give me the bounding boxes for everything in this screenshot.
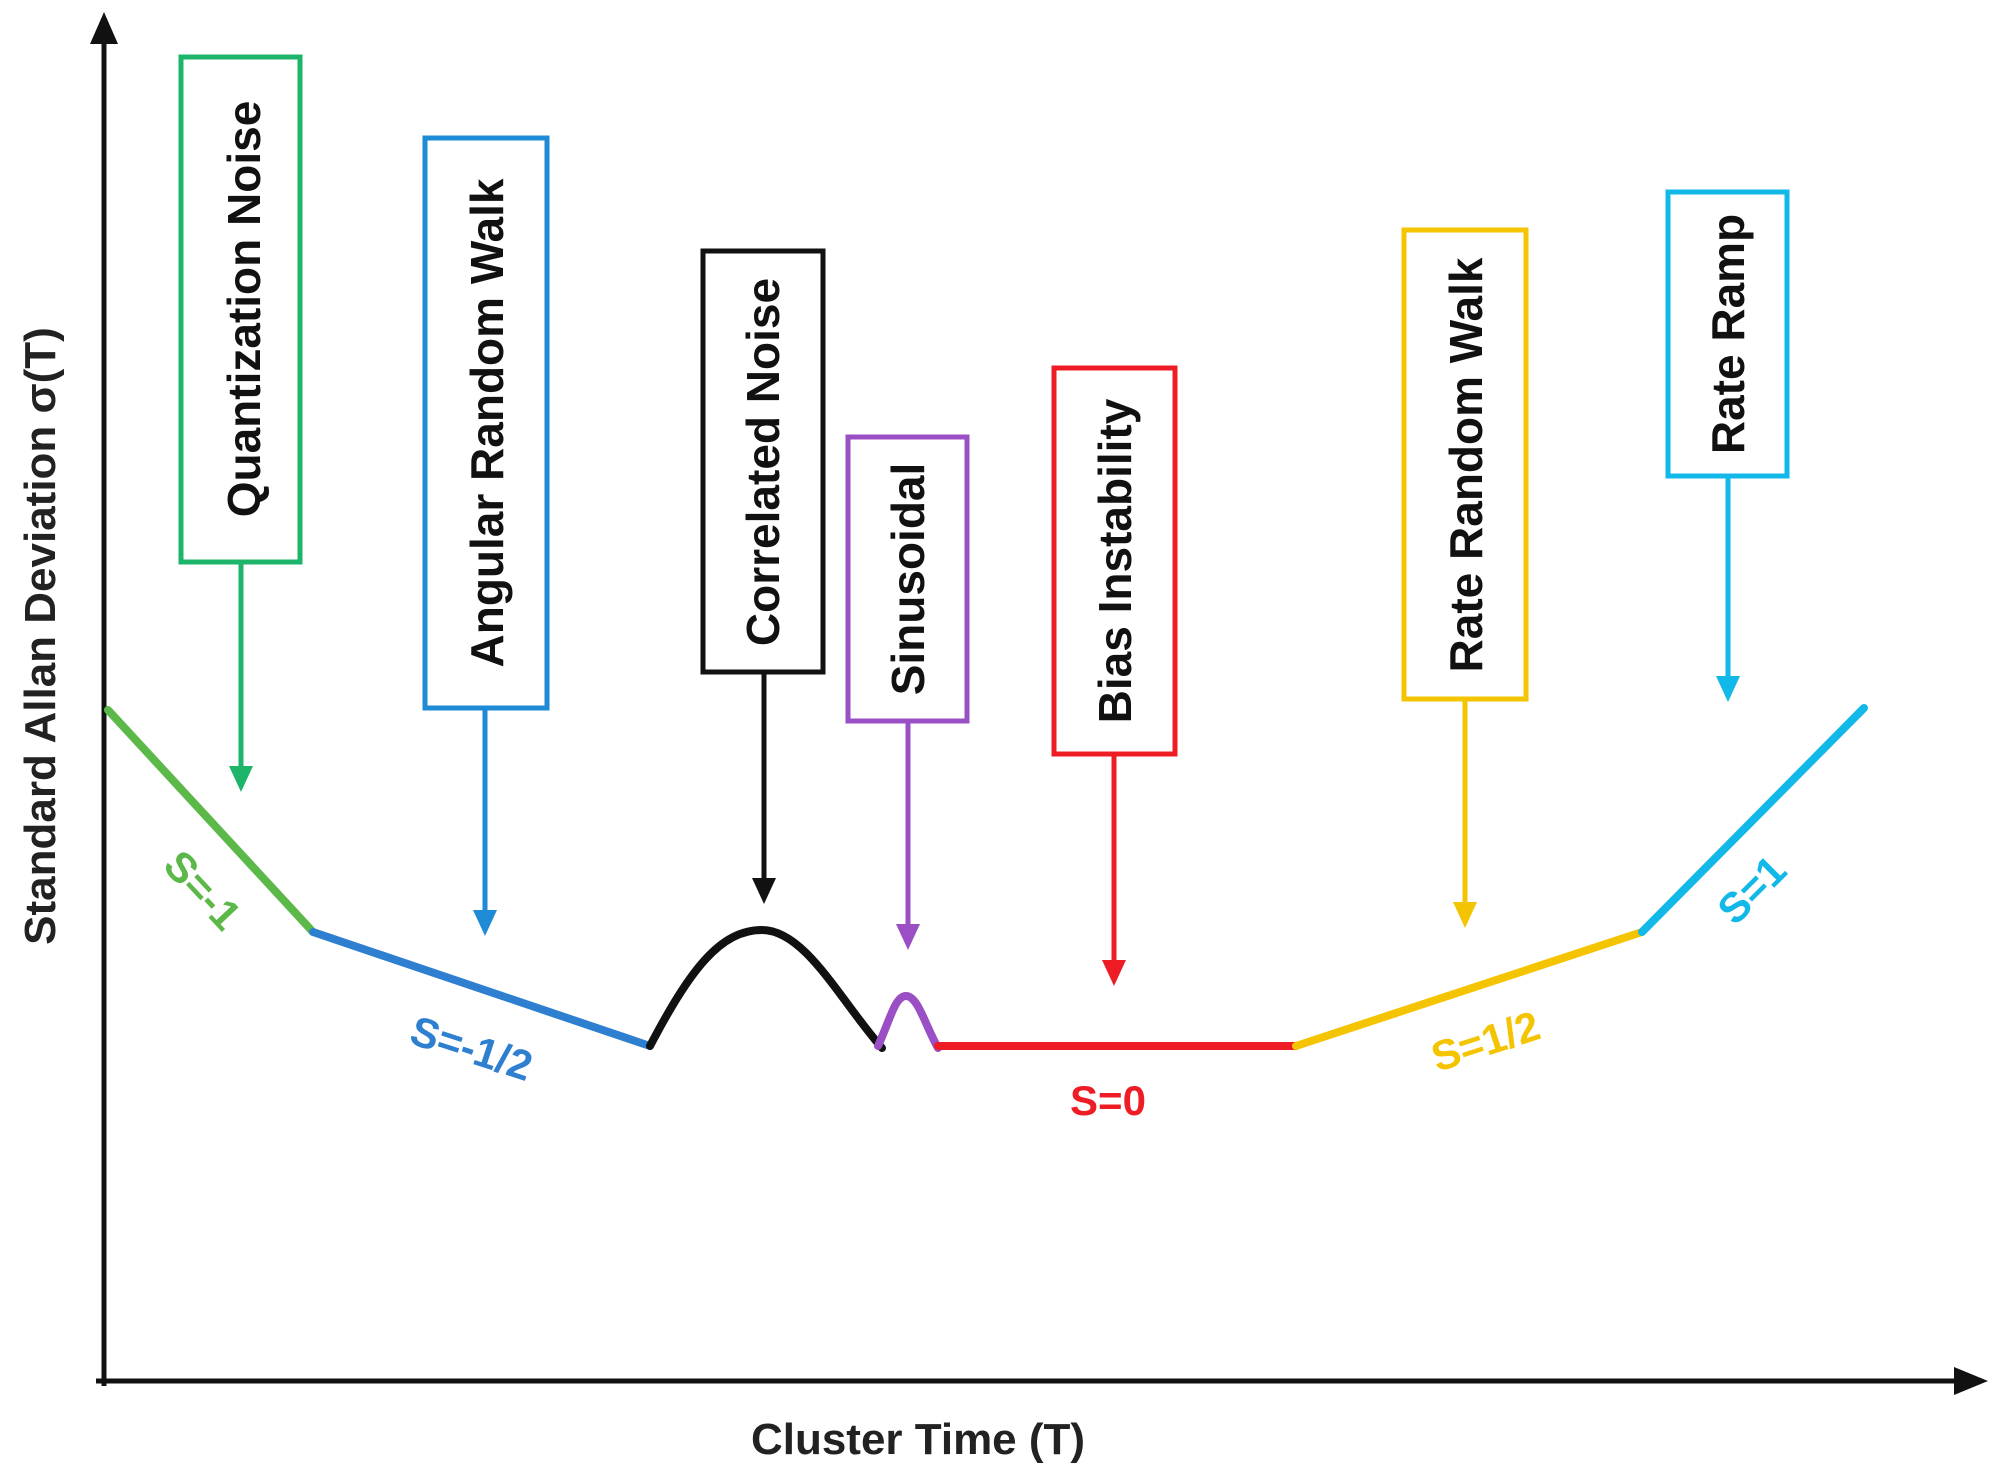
box-sinusoidal-label: Sinusoidal — [882, 463, 934, 696]
arrow-ramp-head — [1716, 676, 1740, 702]
segment-sinusoidal — [874, 991, 942, 1052]
segment-quantization — [104, 706, 317, 936]
x-axis-title: Cluster Time (T) — [751, 1415, 1085, 1464]
curve — [104, 704, 1868, 1052]
arrow-rrw-head — [1453, 902, 1477, 928]
arrow-correlated-head — [752, 878, 776, 904]
arrow-sinusoidal-head — [896, 924, 920, 950]
y-axis-title: Standard Allan Deviation σ(T) — [16, 327, 65, 945]
slope-label-bias: S=0 — [1070, 1077, 1146, 1124]
box-bias: Bias Instability — [1051, 365, 1178, 986]
box-correlated-label: Correlated Noise — [737, 278, 789, 646]
arrow-arw-head — [473, 910, 497, 936]
slope-label-ramp: S=1 — [1708, 846, 1795, 933]
box-arw: Angular Random Walk — [422, 135, 550, 936]
axes: Cluster Time (T) Standard Allan Deviatio… — [16, 12, 1988, 1464]
box-correlated: Correlated Noise — [700, 248, 826, 904]
slope-label-rrw: S=1/2 — [1426, 1002, 1546, 1081]
slope-label-arw: S=-1/2 — [405, 1007, 538, 1090]
box-ramp-label: Rate Ramp — [1702, 214, 1754, 454]
box-rrw-label: Rate Random Walk — [1440, 257, 1492, 672]
segment-arw — [309, 928, 654, 1050]
box-quantization: Quantization Noise — [178, 54, 303, 792]
segment-correlated — [646, 925, 886, 1052]
slope-label-quantization: S=-1 — [155, 841, 251, 939]
slope-labels: S=-1 S=-1/2 S=0 S=1/2 S=1 — [155, 841, 1795, 1124]
arrow-bias-head — [1102, 960, 1126, 986]
box-arw-label: Angular Random Walk — [461, 178, 513, 667]
box-quantization-label: Quantization Noise — [218, 101, 270, 518]
x-axis-arrowhead — [1954, 1367, 1988, 1395]
box-bias-label: Bias Instability — [1089, 398, 1141, 723]
segment-rrw — [1292, 928, 1646, 1050]
segment-ramp — [1638, 704, 1868, 936]
y-axis-arrowhead — [90, 12, 118, 44]
noise-boxes: Quantization Noise Angular Random Walk C… — [178, 54, 1790, 986]
arrow-quantization-head — [229, 766, 253, 792]
box-sinusoidal: Sinusoidal — [845, 434, 970, 950]
box-rrw: Rate Random Walk — [1401, 227, 1529, 928]
box-ramp: Rate Ramp — [1665, 189, 1790, 702]
